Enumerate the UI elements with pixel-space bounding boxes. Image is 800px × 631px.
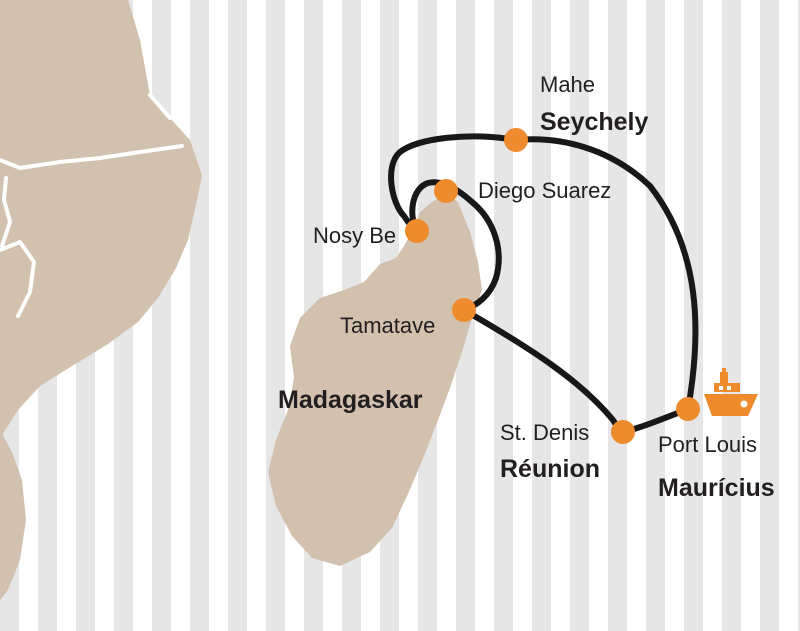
port-marker-tamatave <box>452 298 476 322</box>
label-port-louis: Port Louis <box>658 432 757 457</box>
cruise-ship-icon <box>704 368 758 416</box>
label-tamatave: Tamatave <box>340 313 435 338</box>
label-mahe: Mahe <box>540 72 595 97</box>
label-nosy-be: Nosy Be <box>313 223 396 248</box>
port-marker-mahe <box>504 128 528 152</box>
port-marker-diego-suarez <box>434 179 458 203</box>
madagascar-island <box>268 194 482 566</box>
port-marker-st-denis <box>611 420 635 444</box>
port-marker-port-louis <box>676 397 700 421</box>
label-seychely: Seychely <box>540 108 649 136</box>
cruise-route-line <box>388 133 699 435</box>
africa-land <box>0 0 202 440</box>
label-diego-suarez: Diego Suarez <box>478 178 611 203</box>
label-mauricius: Maurícius <box>658 474 775 502</box>
label-reunion: Réunion <box>500 455 600 483</box>
port-marker-nosy-be <box>405 219 429 243</box>
africa-mainland <box>0 0 202 600</box>
label-st-denis: St. Denis <box>500 420 589 445</box>
country-borders <box>0 93 184 318</box>
mozambique-coast <box>0 430 26 600</box>
label-madagaskar: Madagaskar <box>278 386 423 414</box>
